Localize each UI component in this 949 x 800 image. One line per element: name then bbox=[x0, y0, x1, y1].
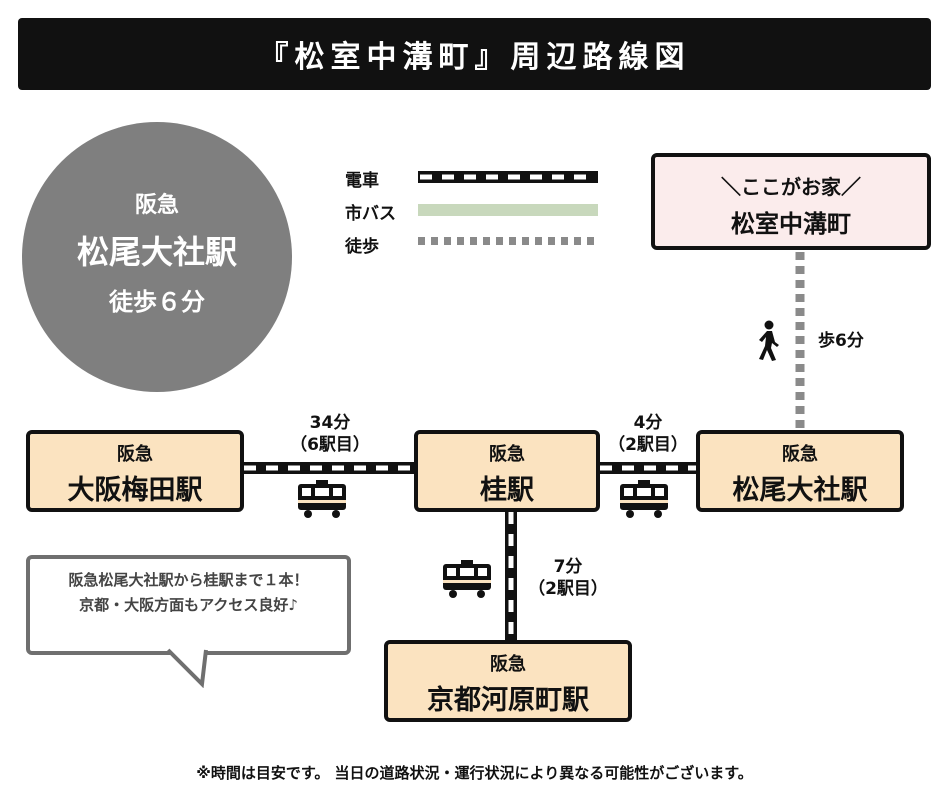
station-kyoto-kawaramachi: 阪急 京都河原町駅 bbox=[384, 640, 632, 722]
home-name: 松室中溝町 bbox=[731, 210, 851, 238]
speech-tail bbox=[166, 648, 208, 688]
station-name: 桂駅 bbox=[480, 475, 534, 506]
legend-train-line bbox=[418, 171, 598, 183]
legend-train-label: 電車 bbox=[345, 171, 379, 191]
title-bar: 『松室中溝町』周辺路線図 bbox=[18, 18, 931, 90]
route-stops: （2駅目） bbox=[608, 435, 688, 455]
route-stops: （6駅目） bbox=[290, 435, 370, 455]
station-osaka-umeda: 阪急 大阪梅田駅 bbox=[26, 430, 244, 512]
walk-time-label: 歩6分 bbox=[818, 331, 864, 351]
train-icon bbox=[443, 560, 491, 598]
nearest-station-name: 松尾大社駅 bbox=[76, 233, 237, 271]
train-line-katsura-matsuo bbox=[598, 462, 698, 474]
home-box: ＼ここがお家／ 松室中溝町 bbox=[651, 153, 931, 250]
route-time-katsura-kawaramachi: 7分 （2駅目） bbox=[518, 556, 618, 600]
station-matsuo-taisha: 阪急 松尾大社駅 bbox=[696, 430, 904, 512]
nearest-operator: 阪急 bbox=[134, 193, 179, 218]
train-icon bbox=[620, 480, 668, 518]
route-minutes: 4分 bbox=[633, 413, 663, 433]
station-katsura: 阪急 桂駅 bbox=[414, 430, 600, 512]
station-name: 京都河原町駅 bbox=[427, 685, 589, 716]
station-operator: 阪急 bbox=[489, 444, 525, 465]
nearest-walk-time: 徒歩６分 bbox=[109, 288, 205, 316]
station-operator: 阪急 bbox=[117, 444, 153, 465]
legend-walk-label: 徒歩 bbox=[345, 237, 379, 257]
home-tagline: ＼ここがお家／ bbox=[721, 175, 861, 199]
footer-disclaimer: ※時間は目安です。 当日の道路状況・運行状況により異なる可能性がございます。 bbox=[196, 764, 753, 782]
page-title: 『松室中溝町』周辺路線図 bbox=[258, 40, 691, 75]
nearest-station-circle: 阪急 松尾大社駅 徒歩６分 bbox=[22, 122, 292, 392]
station-operator: 阪急 bbox=[490, 654, 526, 675]
access-note-box: 阪急松尾大社駅から桂駅まで１本！ 京都・大阪方面もアクセス良好♪ bbox=[26, 555, 351, 655]
station-name: 大阪梅田駅 bbox=[67, 475, 203, 506]
train-line-katsura-kawaramachi bbox=[505, 510, 517, 642]
route-time-katsura-matsuo: 4分 （2駅目） bbox=[598, 412, 698, 456]
note-line-1: 阪急松尾大社駅から桂駅まで１本！ bbox=[68, 571, 309, 589]
route-minutes: 7分 bbox=[553, 557, 583, 577]
station-operator: 阪急 bbox=[782, 444, 818, 465]
train-line-umeda-katsura bbox=[242, 462, 416, 474]
note-line-2: 京都・大阪方面もアクセス良好♪ bbox=[79, 596, 298, 614]
legend-bus-label: 市バス bbox=[345, 204, 396, 224]
route-stops: （2駅目） bbox=[528, 579, 608, 599]
legend-bus-line bbox=[418, 204, 598, 216]
walking-person-icon bbox=[759, 320, 779, 361]
route-minutes: 34分 bbox=[309, 413, 351, 433]
train-icon bbox=[298, 480, 346, 518]
station-name: 松尾大社駅 bbox=[732, 475, 868, 506]
route-time-umeda-katsura: 34分 （6駅目） bbox=[280, 412, 380, 456]
